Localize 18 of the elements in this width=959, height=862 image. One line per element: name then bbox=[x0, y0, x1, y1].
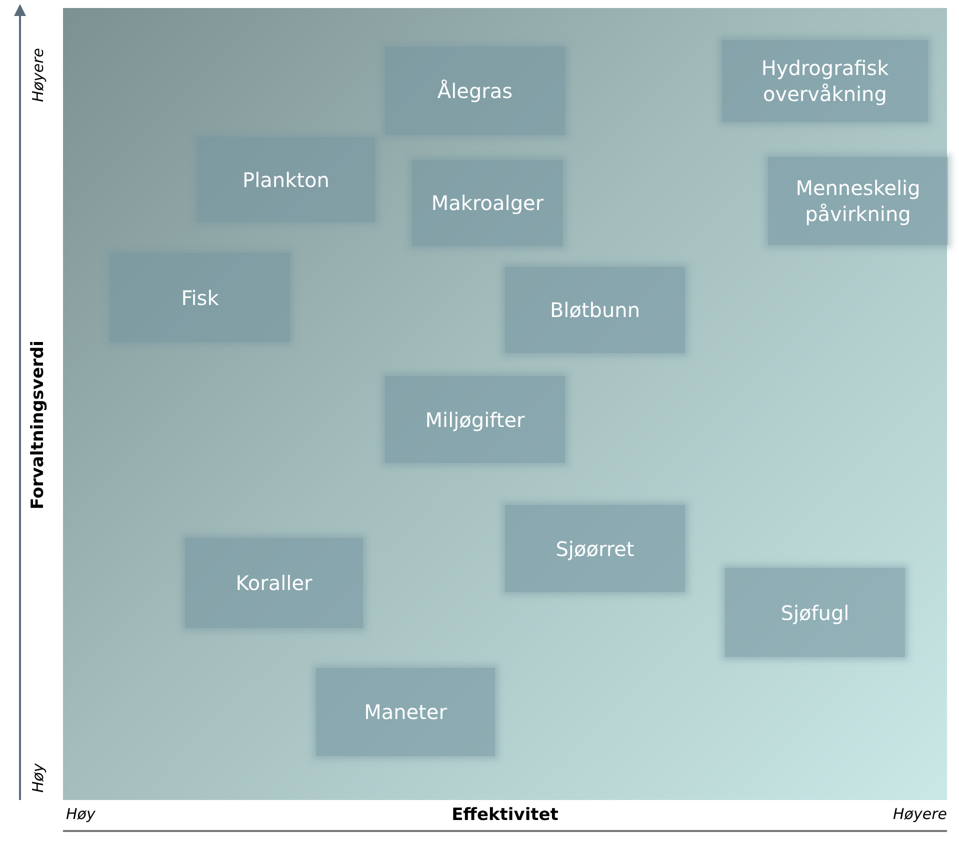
category-box: Makroalger bbox=[412, 160, 563, 246]
axis-label: Høyere bbox=[29, 48, 47, 102]
category-box: Miljøgifter bbox=[385, 376, 565, 463]
axis-label: Høy bbox=[66, 805, 96, 823]
category-box: Hydrografisk overvåkning bbox=[722, 40, 928, 122]
axis-title: Forvaltningsverdi bbox=[28, 340, 48, 510]
category-box: Sjøørret bbox=[505, 505, 685, 592]
category-box: Bløtbunn bbox=[505, 267, 685, 353]
category-box: Plankton bbox=[197, 137, 375, 222]
category-box: Maneter bbox=[316, 668, 495, 756]
category-box: Sjøfugl bbox=[725, 568, 905, 657]
category-box: Koraller bbox=[185, 538, 363, 628]
axis-title: Effektivitet bbox=[452, 805, 558, 825]
category-box: Menneskelig påvirkning bbox=[768, 157, 948, 245]
category-box: Ålegras bbox=[385, 47, 565, 135]
axis-label: Høyere bbox=[893, 805, 947, 823]
axis-label: Høy bbox=[29, 763, 47, 793]
category-box: Fisk bbox=[110, 253, 290, 342]
